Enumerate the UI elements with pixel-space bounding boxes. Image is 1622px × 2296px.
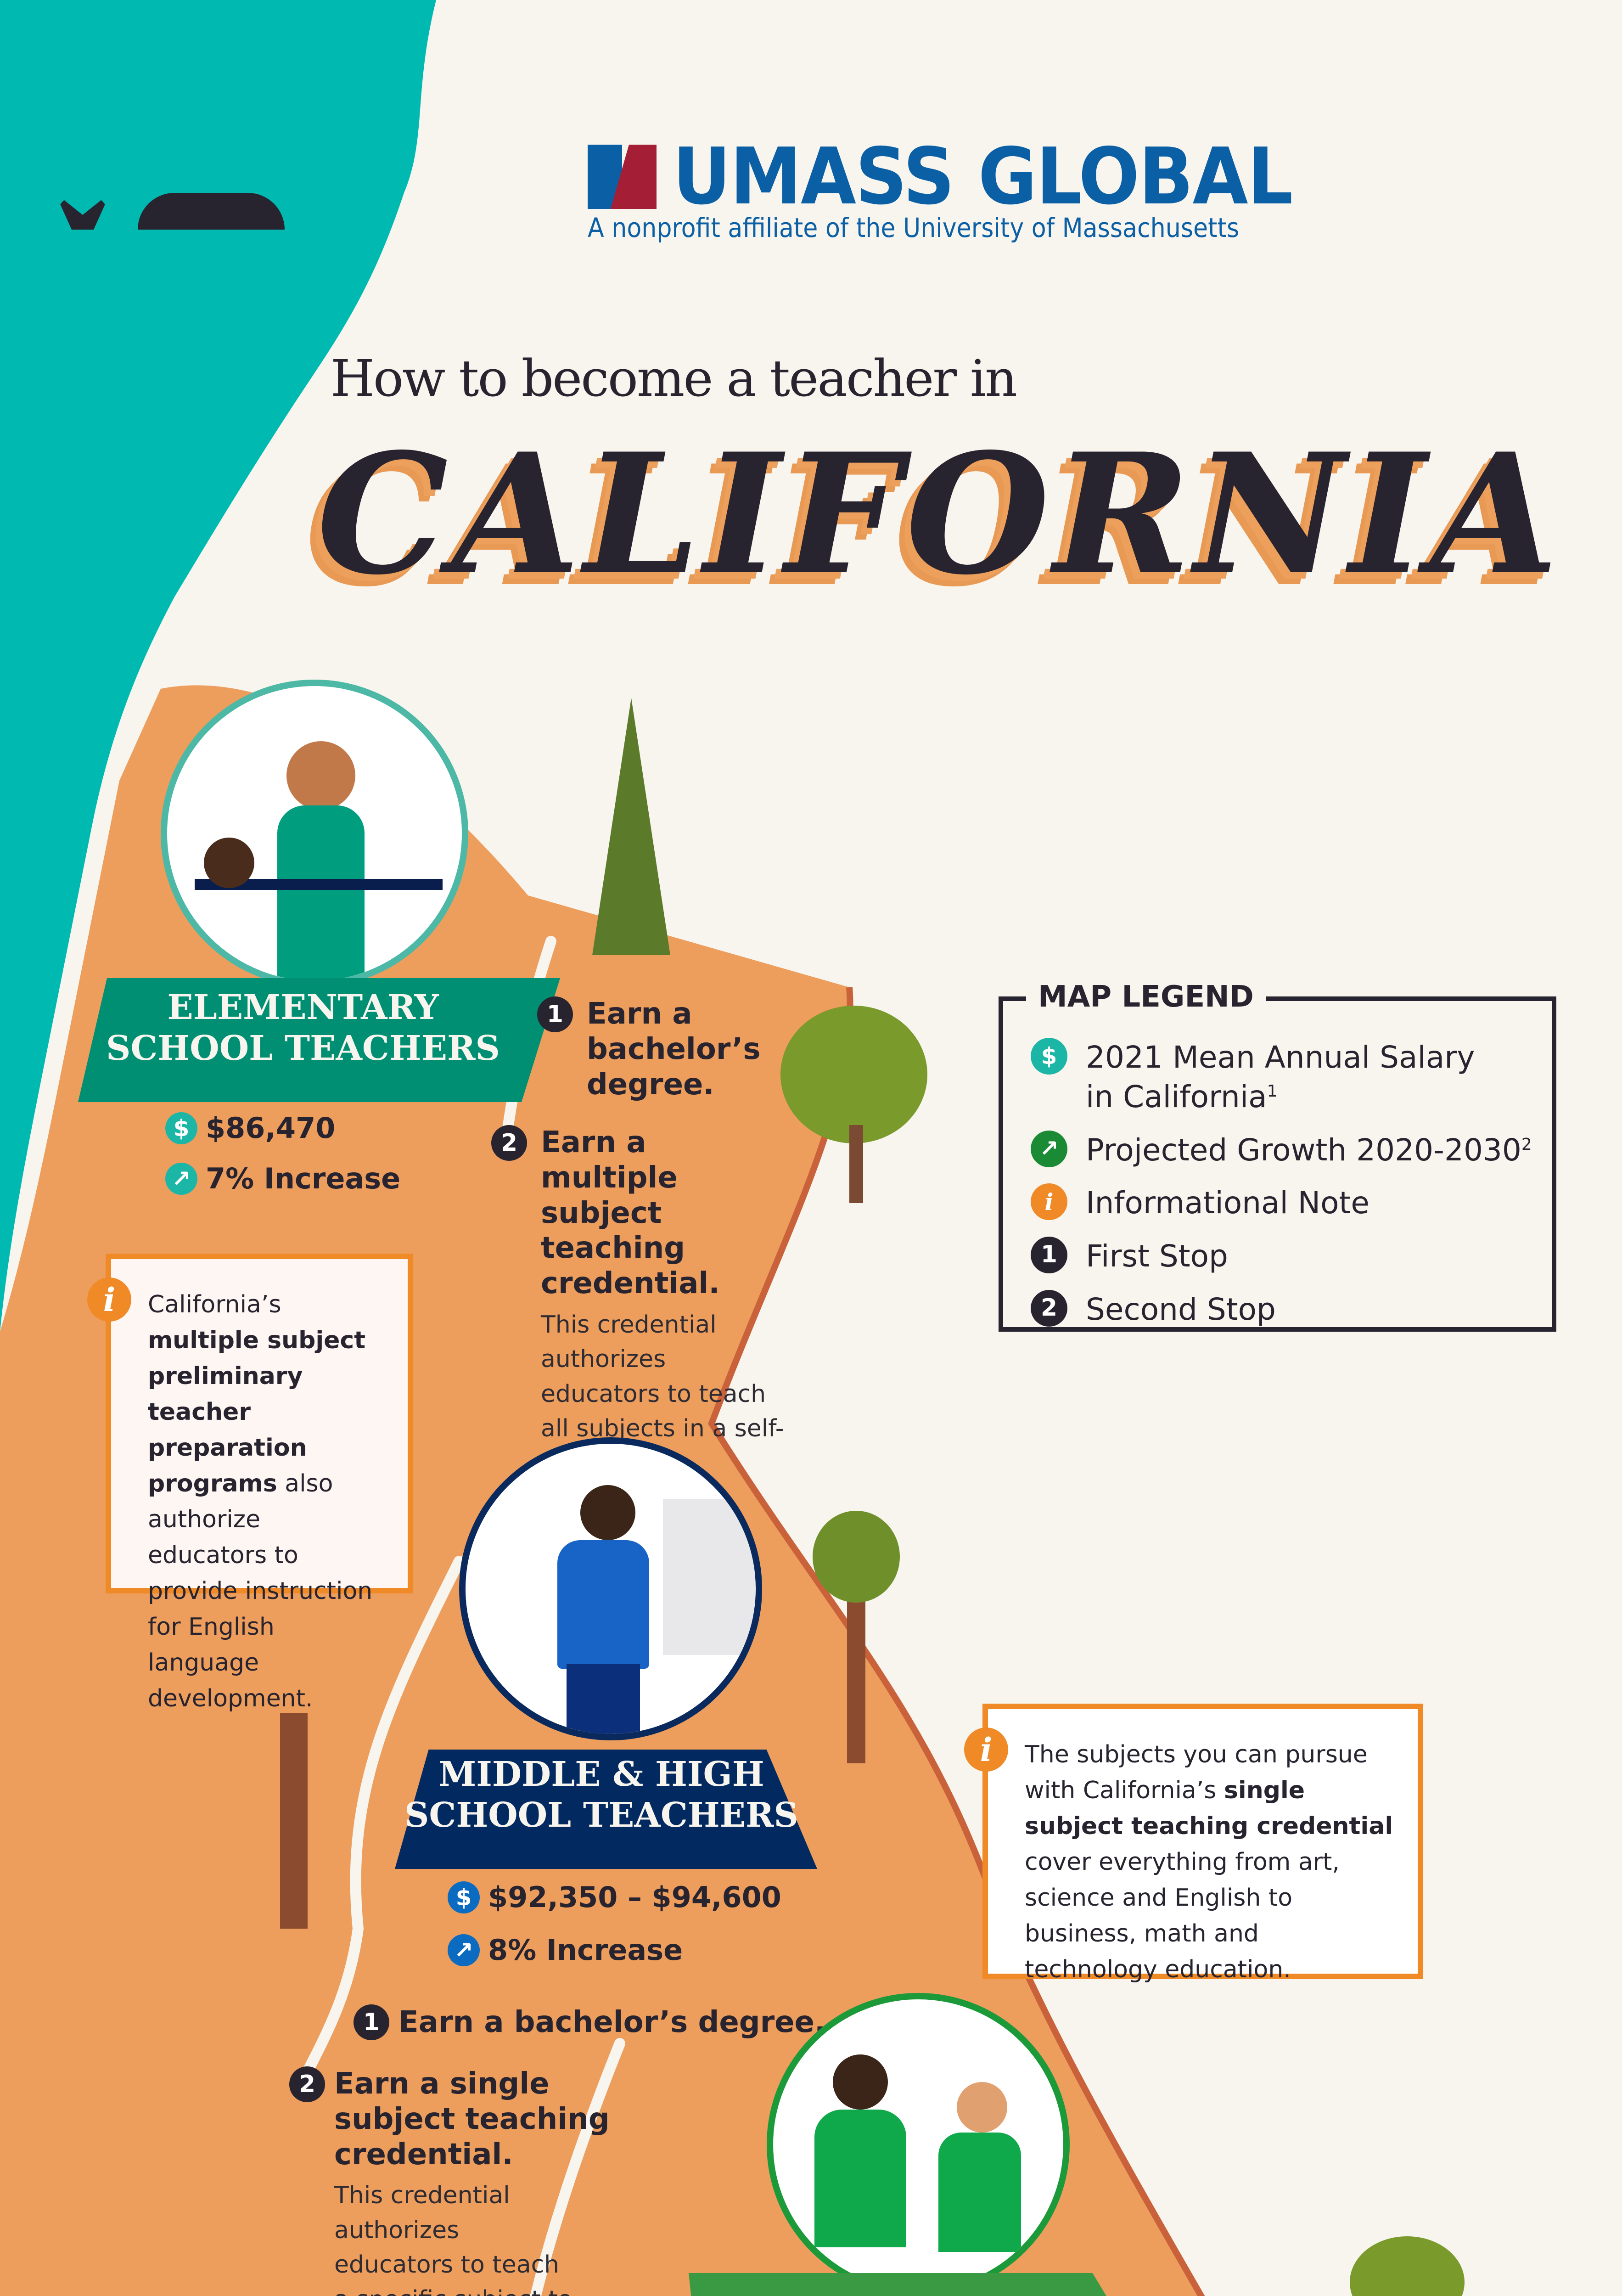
info-icon: i [964,1728,1008,1772]
stop-1-icon: 1 [1031,1237,1067,1274]
middle-high-step-2: 2 Earn a single subject teaching credent… [289,2066,647,2296]
middle-high-teacher-illustration [459,1437,762,1740]
middle-high-salary: $ $92,350 – $94,600 [448,1880,781,1914]
stop-1-icon: 1 [537,996,573,1032]
special-ed-banner-title: SPECIAL EDUCATION TEACHERS (ALL LEVELS) [689,2294,1148,2296]
dollar-icon: $ [165,1112,197,1144]
middle-high-info-note: i The subjects you can pursue with Calif… [964,1704,1423,1983]
dollar-icon: $ [1031,1038,1067,1075]
stop-2-icon: 2 [1031,1289,1067,1327]
oak-tree-trunk [849,1125,863,1203]
elementary-banner-title: ELEMENTARY SCHOOL TEACHERS [106,988,500,1068]
page-title: CALIFORNIA [317,417,1562,611]
stop-2-icon: 2 [289,2066,325,2102]
pre-title: How to become a teacher in [331,349,1017,408]
middle-high-banner [395,1750,817,1869]
elementary-classroom-illustration [161,680,468,987]
tree-canopy-icon [813,1511,900,1603]
map-legend: MAP LEGEND $ 2021 Mean Annual Salary in … [999,980,1556,1332]
legend-item-growth: ↗ Projected Growth 2020-20302 [1031,1130,1533,1170]
oak-tree-icon [780,1006,927,1143]
middle-high-step-1: 1 Earn a bachelor’s degree. [354,2004,825,2040]
logo-wordmark: UMASS GLOBAL [673,131,1293,222]
umass-logo-mark-icon [588,145,657,209]
middle-high-growth: ↗ 8% Increase [448,1933,683,1967]
special-ed-banner [689,2273,1175,2296]
stop-1-icon: 1 [354,2004,389,2040]
legend-title: MAP LEGEND [1026,980,1266,1014]
middle-high-banner-title: MIDDLE & HIGH SCHOOL TEACHERS [404,1755,798,1835]
island-icon [138,193,285,230]
growth-arrow-icon: ↗ [448,1934,480,1966]
legend-item-salary: $ 2021 Mean Annual Salary in California1 [1031,1038,1533,1117]
stop-2-icon: 2 [491,1125,527,1161]
logo-subtitle: A nonprofit affiliate of the University … [588,212,1240,243]
elementary-banner [78,978,560,1102]
legend-item-first-stop: 1 First Stop [1031,1237,1533,1276]
header-logo[interactable]: UMASS GLOBAL [588,138,1346,216]
legend-item-second-stop: 2 Second Stop [1031,1289,1533,1329]
elementary-salary: $ $86,470 [165,1111,335,1145]
special-ed-illustration [767,1993,1070,2296]
legend-item-info: i Informational Note [1031,1183,1533,1223]
redwood-tree-icon [280,1713,308,1929]
info-icon: i [1031,1183,1067,1221]
elementary-step-1: 1 Earn a bachelor’s degree. [537,996,760,1102]
dollar-icon: $ [448,1881,480,1913]
elementary-info-note: i California’s multiple subject prelimin… [87,1254,413,1712]
growth-arrow-icon: ↗ [1031,1130,1067,1167]
info-icon: i [87,1277,131,1322]
growth-arrow-icon: ↗ [165,1162,197,1195]
elementary-growth: ↗ 7% Increase [165,1162,400,1195]
